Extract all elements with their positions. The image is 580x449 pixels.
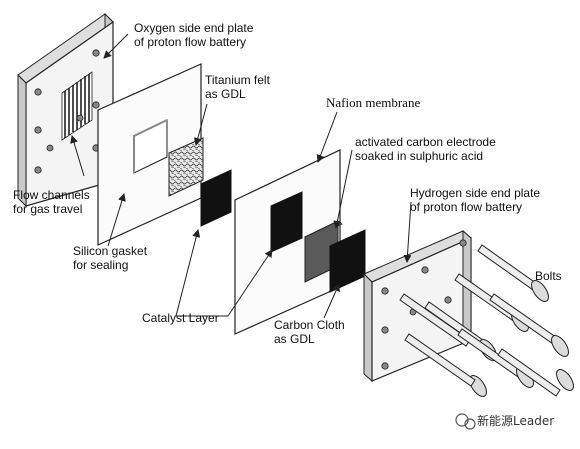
bolt [477,244,549,302]
label-titanium-felt: Titanium felt as GDL [205,73,270,101]
oxygen-plate-bolt-holes [34,49,100,174]
label-oxygen-end-plate: Oxygen side end plate of proton flow bat… [134,21,254,49]
bolt [399,293,487,397]
label-hydrogen-end-plate: Hydrogen side end plate of proton flow b… [410,186,541,214]
watermark-logo-icon [455,413,476,430]
label-silicon-gasket: Silicon gasket for sealing [73,244,148,272]
bolts [399,244,574,397]
label-flow-channels: Flow channels for gas travel [13,188,90,216]
label-catalyst-layer: Catalyst Layer [142,311,219,325]
titanium-felt [168,137,204,197]
bolt [497,348,574,397]
label-carbon-cloth: Carbon Cloth as GDL [274,318,345,346]
oxygen-end-plate [17,12,114,208]
label-activated-carbon-electrode: activated carbon electrode soaked in sul… [355,135,496,163]
label-bolts: Bolts [535,269,562,283]
watermark-text: 新能源Leader [477,414,555,428]
hydrogen-plate-bolt-holes [381,239,467,370]
bolt [489,293,569,357]
catalyst-layer-cathode [200,169,232,227]
label-nafion-membrane: Nafion membrane [326,95,421,110]
leader-lines [70,33,412,319]
catalyst-layer-anode [270,191,303,253]
